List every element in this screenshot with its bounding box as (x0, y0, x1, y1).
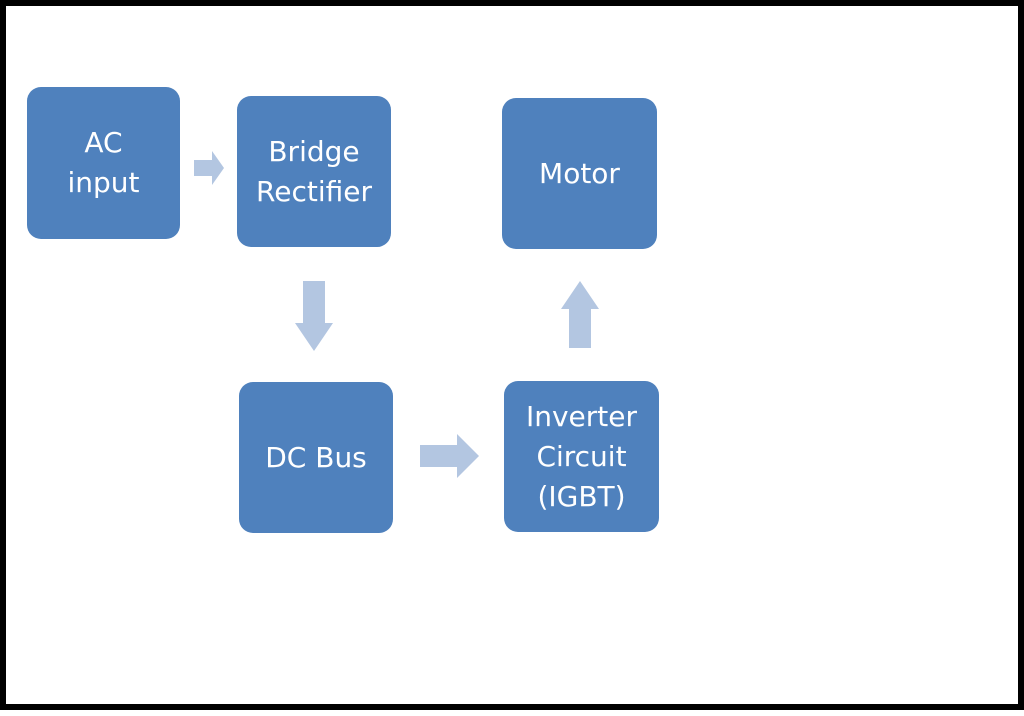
node-ac-input: AC input (27, 87, 180, 239)
arrow-bridge-to-dcbus (295, 281, 333, 351)
node-ac-input-line-1: AC (84, 126, 123, 159)
arrows-layer (194, 151, 599, 478)
arrow-inverter-to-motor (561, 281, 599, 348)
node-bridge-rectifier-line-2: Rectifier (256, 174, 372, 208)
arrow-dcbus-to-inverter (420, 434, 479, 478)
node-inverter-circuit-line-2: Circuit (536, 439, 627, 473)
node-motor: Motor (502, 98, 657, 249)
node-dc-bus-line-1: DC Bus (265, 440, 367, 474)
node-ac-input-line-2: input (67, 166, 140, 199)
node-bridge-rectifier-line-1: Bridge (268, 134, 360, 168)
node-motor-line-1: Motor (539, 156, 620, 190)
node-bridge-rectifier: Bridge Rectifier (237, 96, 391, 247)
node-dc-bus: DC Bus (239, 382, 393, 533)
node-inverter-circuit: Inverter Circuit (IGBT) (504, 381, 659, 532)
node-inverter-circuit-line-3: (IGBT) (537, 479, 626, 513)
arrow-ac-to-bridge (194, 151, 224, 185)
node-inverter-circuit-line-1: Inverter (525, 399, 638, 433)
